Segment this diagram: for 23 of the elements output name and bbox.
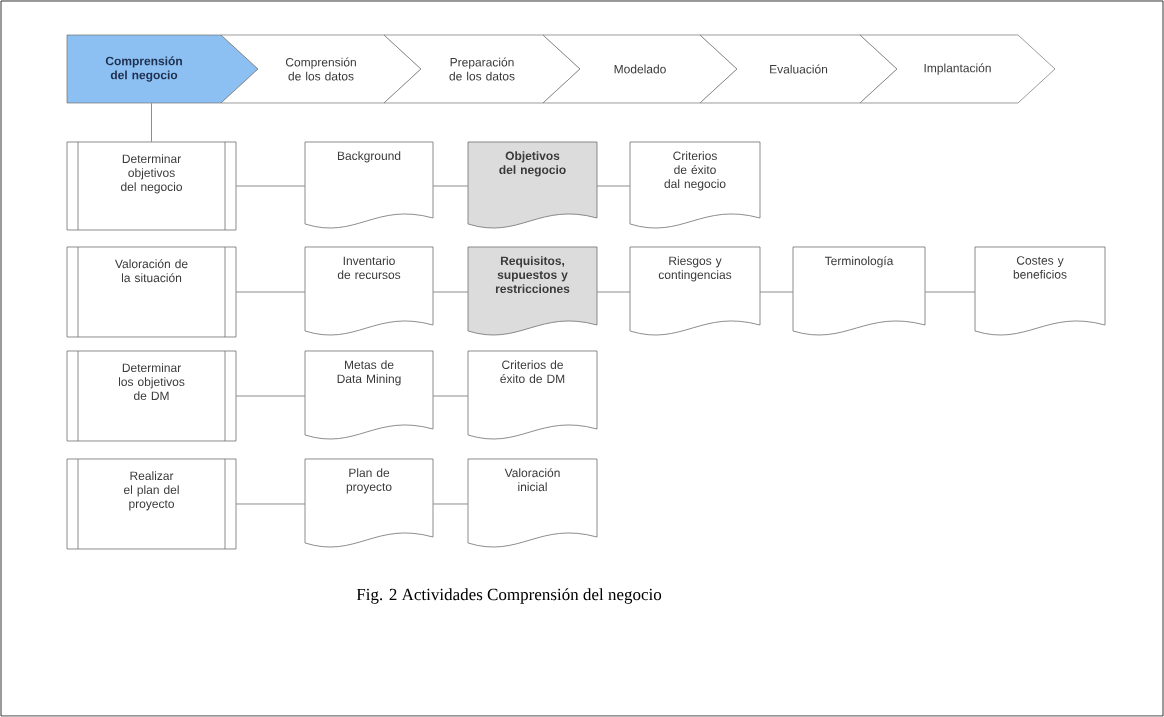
connector-line — [151, 102, 152, 143]
connector-line — [432, 185, 469, 187]
process-box: Determinar objetivos del negocio — [66, 141, 237, 231]
connector-line — [235, 395, 306, 397]
phase-tab: Modelado — [542, 34, 738, 104]
connector-line — [432, 395, 469, 397]
connector-line — [432, 503, 469, 505]
connector-line — [759, 291, 794, 293]
connector-line — [596, 185, 631, 187]
phase-tab: Preparación de los datos — [383, 34, 581, 104]
phase-tab: Comprensión de los datos — [220, 34, 422, 104]
process-box: Valoración de la situación — [66, 246, 237, 338]
connector-line — [432, 291, 469, 293]
connector-line — [596, 291, 631, 293]
connector-line — [235, 503, 306, 505]
process-box: Determinar los objetivos de DM — [66, 350, 237, 442]
connector-line — [235, 291, 306, 293]
phase-tab: Evaluación — [699, 34, 898, 104]
process-box: Realizar el plan del proyecto — [66, 458, 237, 550]
connector-line — [235, 185, 306, 187]
connector-line — [924, 291, 976, 293]
phase-tab: Implantación — [859, 34, 1056, 104]
figure-caption: Fig. 2 Actividades Comprensión del negocio — [356, 588, 662, 604]
